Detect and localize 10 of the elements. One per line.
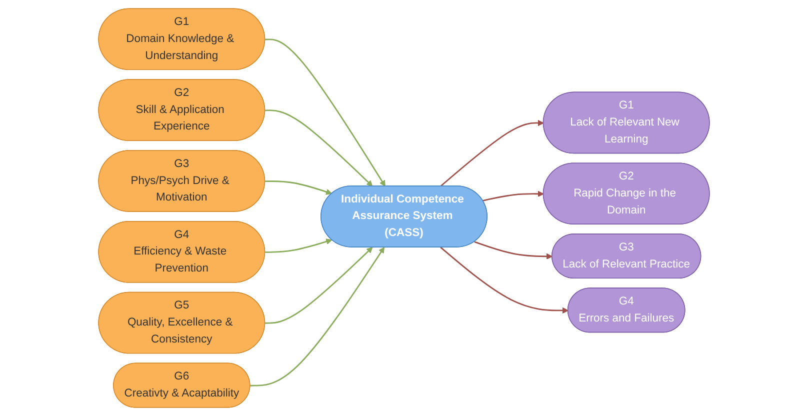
arrow <box>265 180 332 195</box>
arrow <box>265 247 373 324</box>
arrow <box>265 110 373 187</box>
arrow <box>265 238 332 253</box>
arrow <box>440 246 568 314</box>
arrow <box>482 190 544 202</box>
arrow <box>265 38 386 187</box>
arrow <box>250 247 385 386</box>
arrow <box>474 241 552 260</box>
arrow <box>440 120 544 187</box>
